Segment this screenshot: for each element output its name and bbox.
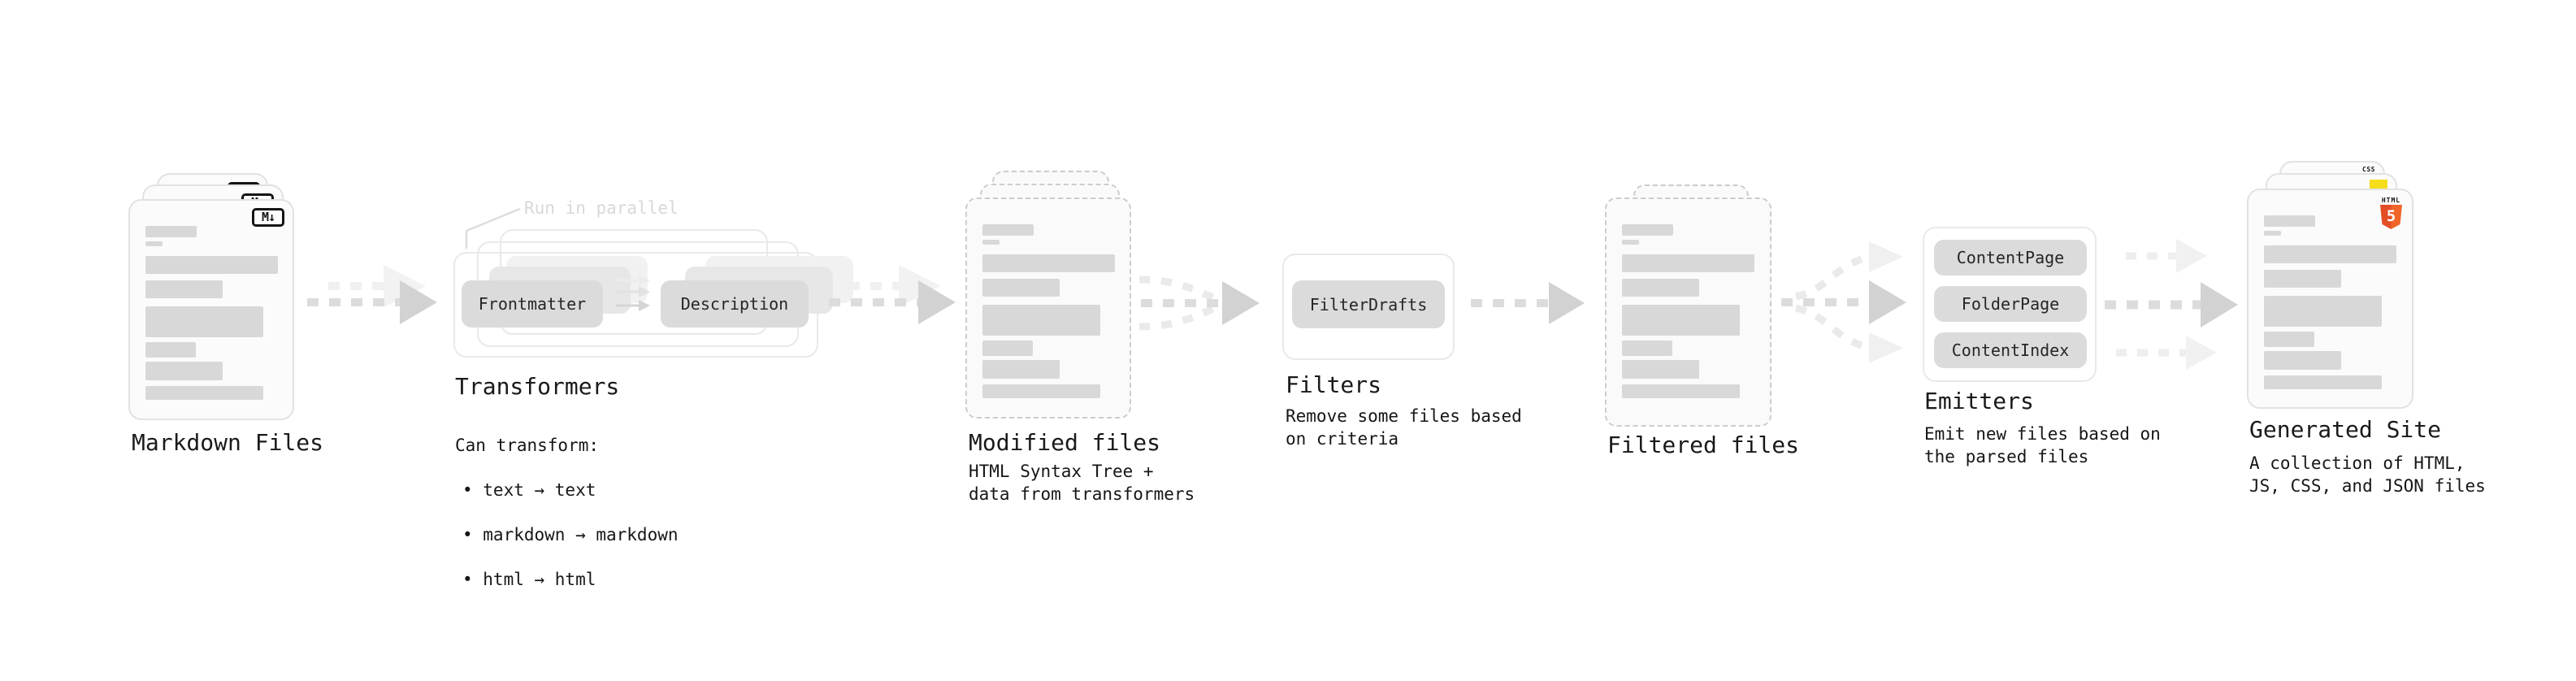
- placeholder-text-bar: [2264, 215, 2315, 227]
- folderpage-pill: FolderPage: [1934, 286, 2087, 322]
- filters-description: Remove some files based on criteria: [1286, 406, 1522, 449]
- flow-arrow-markdown-to-transformers: [307, 265, 437, 324]
- placeholder-text-bar: [145, 306, 263, 337]
- flow-arrow-filtered-to-emitters: [1781, 241, 1906, 363]
- placeholder-text-bar: [2264, 375, 2382, 389]
- contentindex-pill: ContentIndex: [1934, 332, 2087, 368]
- placeholder-text-bar: [2264, 245, 2396, 263]
- placeholder-text-bar: [982, 340, 1033, 356]
- filters-frame: [1282, 254, 1455, 360]
- filtered-file-card-front: [1605, 197, 1772, 427]
- generated-site-label: Generated Site: [2249, 416, 2442, 443]
- placeholder-text-bar: [2264, 296, 2382, 327]
- transform-bullet: • html → html: [462, 570, 596, 589]
- placeholder-text-bar: [145, 386, 263, 400]
- placeholder-text-bar: [145, 241, 163, 246]
- placeholder-text-bar: [145, 342, 196, 358]
- modified-files-label: Modified files: [969, 429, 1161, 456]
- emitters-title: Emitters: [1924, 388, 2034, 414]
- js-icon: [2370, 180, 2387, 190]
- transform-bullet: • text → text: [462, 480, 596, 500]
- placeholder-text-bar: [1622, 279, 1699, 297]
- html5-icon: HTML 5: [2380, 197, 2402, 229]
- placeholder-text-bar: [1622, 360, 1699, 379]
- modified-file-card-front: [965, 197, 1131, 419]
- placeholder-text-bar: [2264, 270, 2341, 288]
- placeholder-text-bar: [982, 279, 1060, 297]
- can-transform-heading: Can transform:: [455, 436, 600, 455]
- placeholder-text-bar: [1622, 340, 1672, 356]
- flow-arrow-emitters-to-generated: [2105, 239, 2238, 370]
- placeholder-text-bar: [1622, 240, 1639, 245]
- placeholder-text-bar: [1622, 384, 1740, 398]
- placeholder-text-bar: [1622, 224, 1673, 236]
- placeholder-text-bar: [145, 362, 223, 380]
- flow-arrow-modified-to-filters: [1138, 275, 1260, 331]
- placeholder-text-bar: [982, 384, 1100, 398]
- filtered-files-label: Filtered files: [1607, 432, 1800, 458]
- transformers-description: Can transform: • text → text • markdown …: [455, 411, 679, 614]
- placeholder-text-bar: [2264, 332, 2314, 347]
- filterdrafts-pill: FilterDrafts: [1292, 280, 1445, 328]
- description-pill: Description: [661, 280, 809, 327]
- emitters-frame: [1923, 227, 2097, 382]
- run-in-parallel-label: Run in parallel: [524, 198, 679, 218]
- placeholder-text-bar: [982, 240, 1000, 245]
- placeholder-text-bar: [982, 254, 1115, 272]
- contentpage-pill: ContentPage: [1934, 240, 2087, 275]
- placeholder-text-bar: [982, 360, 1060, 379]
- placeholder-text-bar: [145, 280, 223, 298]
- placeholder-text-bar: [2264, 351, 2341, 370]
- generated-site-description: A collection of HTML, JS, CSS, and JSON …: [2249, 453, 2486, 496]
- placeholder-text-bar: [2264, 231, 2281, 236]
- transformers-title: Transformers: [455, 373, 620, 400]
- placeholder-text-bar: [145, 226, 197, 237]
- markdown-icon: M↓: [252, 208, 284, 227]
- filters-title: Filters: [1286, 371, 1382, 398]
- placeholder-text-bar: [982, 224, 1034, 236]
- flow-arrow-filters-to-filtered: [1471, 282, 1585, 324]
- placeholder-text-bar: [982, 305, 1100, 336]
- frontmatter-pill: Frontmatter: [462, 280, 603, 327]
- generated-file-card-html: HTML 5: [2247, 189, 2413, 409]
- placeholder-text-bar: [1622, 305, 1740, 336]
- modified-files-description: HTML Syntax Tree + data from transformer…: [969, 462, 1195, 504]
- emitters-description: Emit new files based on the parsed files: [1924, 424, 2161, 466]
- markdown-file-card-front: M↓: [128, 199, 294, 420]
- placeholder-text-bar: [145, 256, 278, 274]
- transform-bullet: • markdown → markdown: [462, 525, 679, 544]
- markdown-files-label: Markdown Files: [132, 429, 324, 456]
- placeholder-text-bar: [1622, 254, 1754, 272]
